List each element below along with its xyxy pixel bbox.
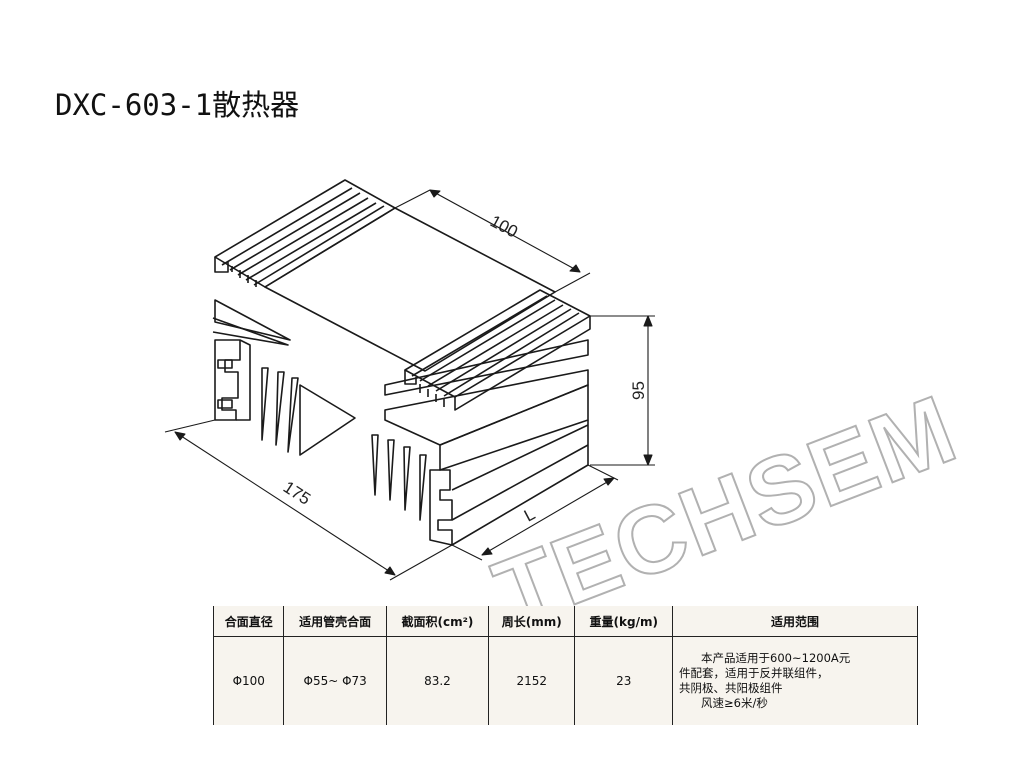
usage-line: 本产品适用于600~1200A元 — [701, 651, 851, 665]
top-fins-front — [404, 289, 591, 411]
top-fins-back — [214, 179, 396, 288]
dimension-lines — [164, 189, 655, 581]
table-header-row: 合面直径 适用管壳合面 截面积(cm²) 周长(mm) 重量(kg/m) 适用范… — [212, 606, 918, 637]
header-diameter: 合面直径 — [212, 606, 285, 637]
left-profile — [212, 299, 356, 456]
dim-length-var: L — [521, 504, 538, 525]
header-weight: 重量(kg/m) — [574, 606, 674, 637]
header-area: 截面积(cm²) — [385, 606, 490, 637]
spec-table: 合面直径 适用管壳合面 截面积(cm²) 周长(mm) 重量(kg/m) 适用范… — [212, 606, 918, 725]
cell-usage: 本产品适用于600~1200A元 件配套，适用于反并联组件， 共阴极、共阳极组件… — [672, 636, 918, 725]
cell-perimeter: 2152 — [488, 636, 576, 725]
usage-line: 风速≥6米/秒 — [701, 696, 768, 710]
dim-height: 95 — [629, 381, 648, 400]
header-usage: 适用范围 — [672, 606, 918, 637]
table-row: Φ100 Φ55~ Φ73 83.2 2152 23 本产品适用于600~120… — [212, 636, 918, 725]
cell-weight: 23 — [574, 636, 674, 725]
header-housing: 适用管壳合面 — [283, 606, 387, 637]
cell-area: 83.2 — [385, 636, 490, 725]
header-perimeter: 周长(mm) — [488, 606, 576, 637]
cell-housing: Φ55~ Φ73 — [283, 636, 387, 725]
usage-line: 件配套，适用于反并联组件， — [679, 666, 829, 680]
usage-line: 共阴极、共阳极组件 — [679, 681, 783, 695]
cell-diameter: Φ100 — [212, 636, 285, 725]
page-title: DXC-603-1散热器 — [55, 88, 300, 122]
